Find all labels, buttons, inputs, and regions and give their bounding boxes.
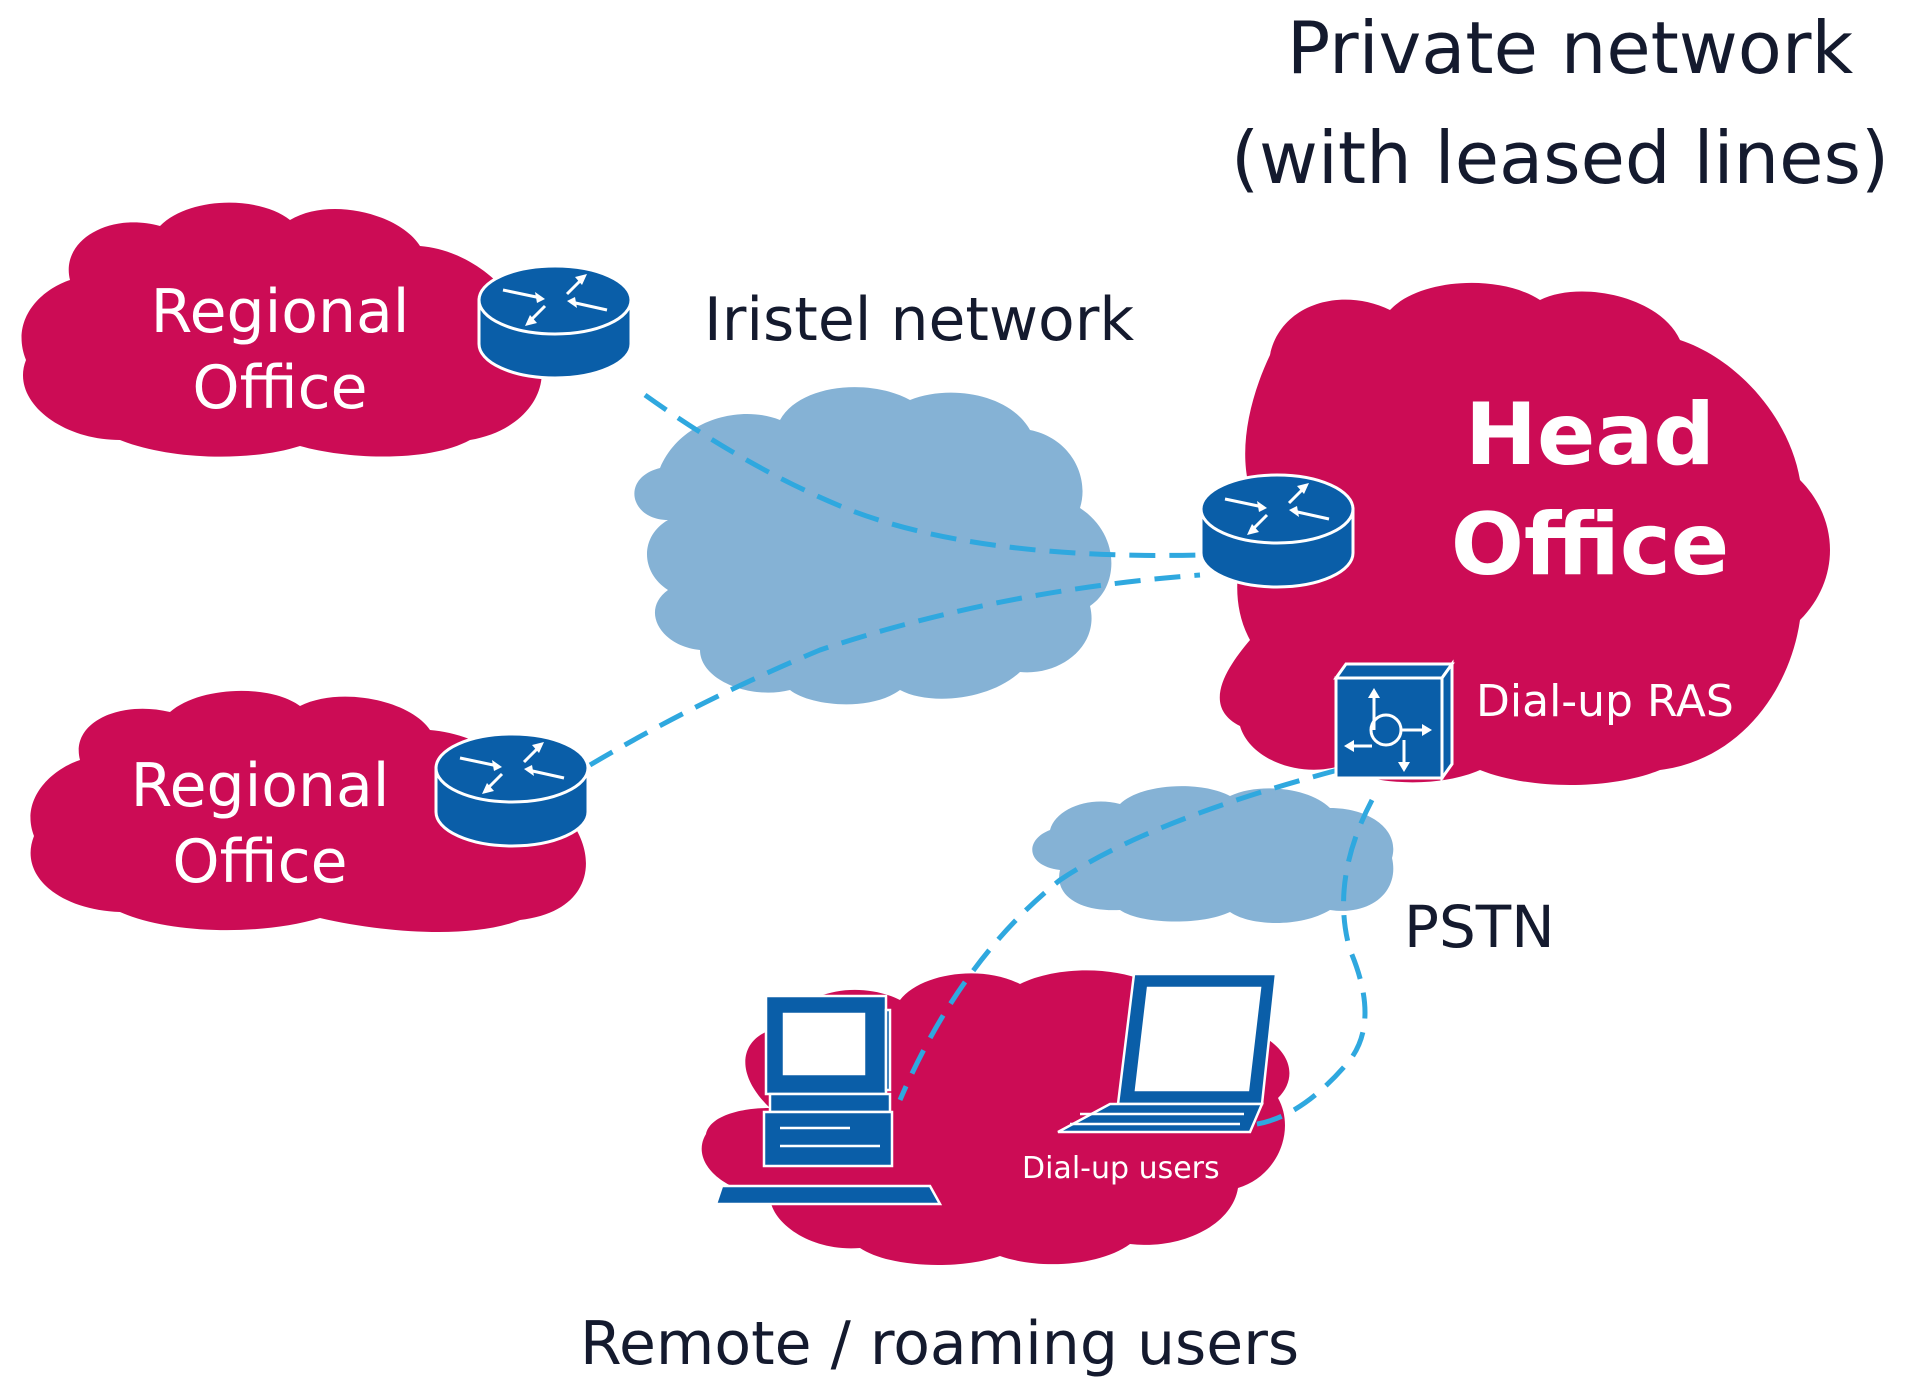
router-icon	[477, 264, 633, 380]
pstn-cloud	[1032, 786, 1394, 923]
head-office-label-line2: Office	[1450, 495, 1730, 595]
router-icon	[1199, 473, 1355, 589]
desktop-computer-icon	[714, 994, 943, 1206]
head-office-cloud	[1219, 282, 1830, 785]
link-regional-top-to-head	[643, 392, 1201, 558]
diagram-title-line1: Private network	[1286, 6, 1854, 90]
regional-office-bottom-label-line2: Office	[172, 827, 348, 897]
link-ras-to-laptop	[1249, 798, 1375, 1128]
iristel-network-cloud	[634, 387, 1112, 705]
regional-office-top-label-line1: Regional	[150, 277, 410, 347]
regional-office-top-label-line2: Office	[192, 353, 368, 423]
remote-users-label: Remote / roaming users	[580, 1309, 1300, 1379]
network-links	[588, 392, 1375, 1128]
head-office-label-line1: Head	[1465, 385, 1715, 485]
dial-up-users-label: Dial-up users	[1022, 1151, 1220, 1186]
link-regional-bottom-to-head	[588, 572, 1201, 768]
diagram-title-line2: (with leased lines)	[1230, 116, 1890, 200]
access-server-icon	[1333, 659, 1455, 783]
router-icon	[434, 732, 590, 848]
link-ras-to-desktop	[897, 767, 1339, 1101]
dial-up-ras-label: Dial-up RAS	[1476, 676, 1734, 727]
regional-office-top-cloud	[21, 202, 542, 457]
laptop-icon	[1057, 972, 1278, 1134]
pstn-label: PSTN	[1404, 893, 1555, 961]
regional-office-bottom-label-line1: Regional	[130, 751, 390, 821]
iristel-network-label: Iristel network	[704, 285, 1135, 355]
